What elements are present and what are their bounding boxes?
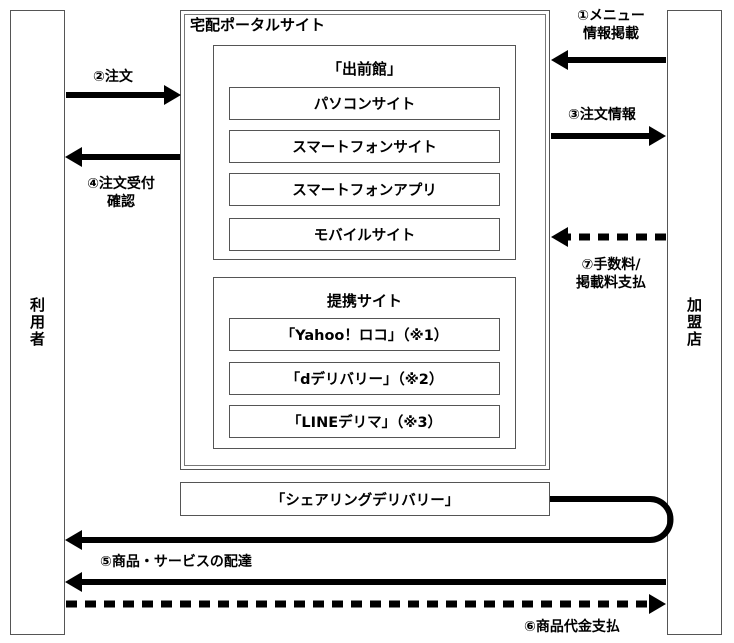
arrow-order-confirm [65, 147, 180, 167]
item-d-delivery: 「dデリバリー」（※2） [229, 362, 500, 395]
partners-group: 提携サイト [213, 277, 516, 449]
partners-title: 提携サイト [326, 292, 402, 310]
sharing-delivery-box: 「シェアリングデリバリー」 [180, 482, 550, 516]
label-menu-info: ①メニュー 情報掲載 [556, 7, 666, 43]
label-order-confirm-line2: 確認 [107, 194, 135, 210]
portal-inner-border [184, 14, 546, 466]
label-delivery: ⑤商品・サービスの配達 [100, 554, 252, 570]
label-order-info: ③注文情報 [568, 107, 636, 123]
label-fee-payment-line1: ⑦手数料/ [581, 257, 641, 273]
portal-title: 宅配ポータルサイト [190, 16, 326, 34]
user-column: 利用者 [10, 10, 65, 635]
label-order: ②注文 [93, 69, 133, 85]
arrow-order-info [551, 126, 666, 146]
label-menu-info-line1: ①メニュー [577, 8, 645, 24]
arrow-fee-payment [551, 227, 666, 247]
user-label: 利用者 [28, 297, 46, 348]
arrow-product-payment [66, 594, 666, 614]
label-fee-payment-line2: 掲載料支払 [576, 275, 646, 291]
merchant-column: 加盟店 [667, 10, 722, 635]
label-order-confirm-line1: ④注文受付 [87, 176, 155, 192]
arrow-order [66, 85, 181, 105]
item-mobile-site: モバイルサイト [229, 218, 500, 251]
item-smartphone-app: スマートフォンアプリ [229, 173, 500, 206]
arrow-sharing-delivery-loop [65, 496, 674, 550]
portal-box [180, 10, 550, 470]
demaecan-title: 「出前館」 [326, 60, 402, 78]
arrow-delivery [65, 572, 666, 592]
item-line-delima: 「LINEデリマ」（※3） [229, 405, 500, 438]
item-yahoo-loco: 「Yahoo！ロコ」（※1） [229, 318, 500, 351]
label-fee-payment: ⑦手数料/ 掲載料支払 [556, 256, 666, 292]
label-product-payment: ⑥商品代金支払 [524, 619, 620, 635]
label-order-confirm: ④注文受付 確認 [66, 175, 176, 211]
item-smartphone-site: スマートフォンサイト [229, 130, 500, 163]
demaecan-group: 「出前館」 [213, 45, 516, 260]
merchant-label: 加盟店 [685, 297, 703, 348]
item-pc-site: パソコンサイト [229, 87, 500, 120]
label-menu-info-line2: 情報掲載 [583, 26, 639, 42]
arrow-menu-info [551, 50, 666, 70]
